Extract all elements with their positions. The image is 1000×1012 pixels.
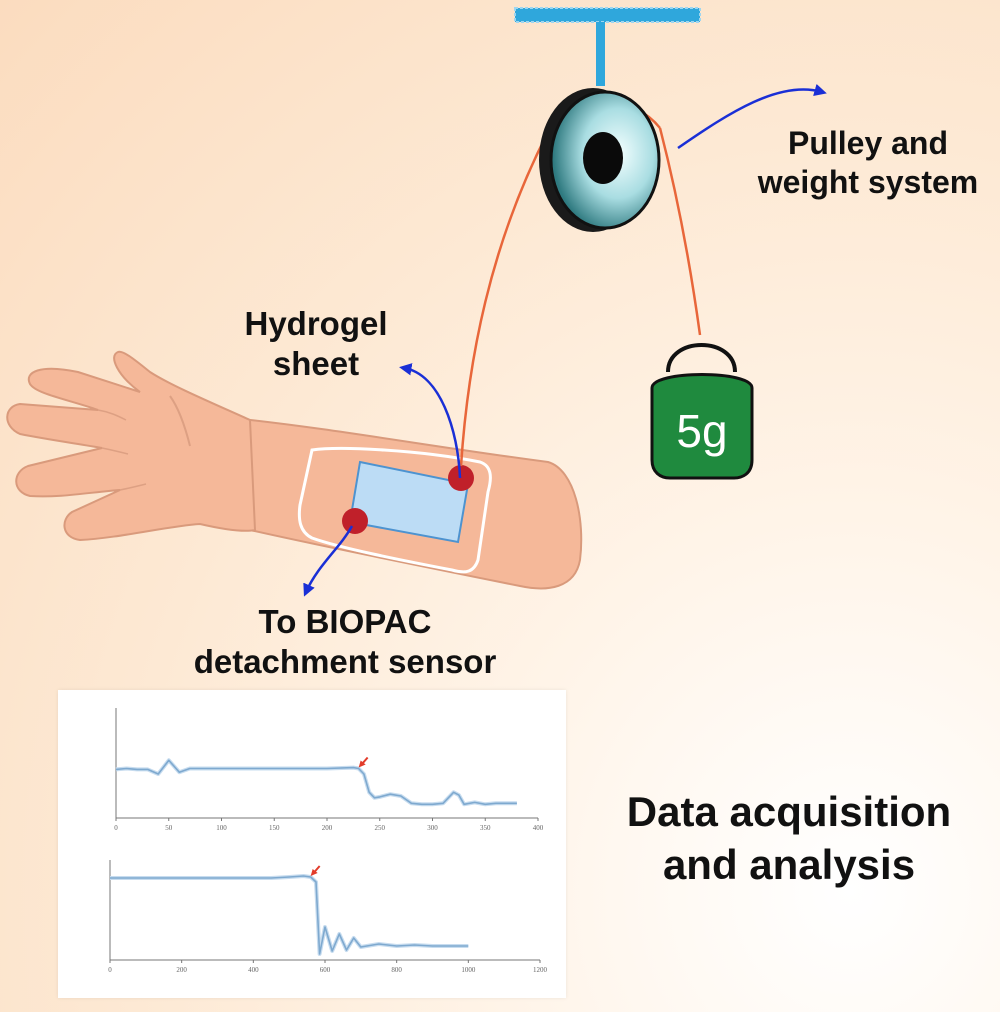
chart-b-marker-head bbox=[310, 869, 318, 876]
chart-b-tick-label: 0 bbox=[108, 966, 112, 974]
chart-a-tick-label: 100 bbox=[216, 824, 227, 832]
chart-b-tick-label: 200 bbox=[176, 966, 187, 974]
pulley-label: Pulley and weight system bbox=[752, 124, 984, 202]
chart-a-trace-halo bbox=[115, 758, 517, 807]
hydrogel-label-line1: Hydrogel bbox=[244, 305, 388, 342]
arm-illustration bbox=[6, 350, 583, 590]
hydrogel-label-line2: sheet bbox=[272, 345, 360, 383]
chart-a-tick-label: 400 bbox=[533, 824, 544, 832]
biopac-label-line1: To BIOPAC bbox=[258, 603, 432, 640]
hydrogel-label: Hydrogel sheet bbox=[236, 304, 396, 385]
chart-b-tick-label: 600 bbox=[320, 966, 331, 974]
chart-a-tick-label: 250 bbox=[375, 824, 386, 832]
chart-a-tick-label: 150 bbox=[269, 824, 280, 832]
arrow-to-hydrogel-label bbox=[399, 363, 462, 479]
electrode-bottom bbox=[342, 508, 368, 534]
detachment-graphs: 0 50 100 150 200 250 300 350 400 0 200 400 600 800 100… bbox=[108, 708, 548, 974]
ceiling-mount bbox=[514, 7, 701, 86]
pulley-label-line2: weight system bbox=[757, 164, 979, 201]
pulley-label-line1: Pulley and bbox=[787, 125, 949, 161]
weight: 5g bbox=[650, 343, 754, 480]
electrode-top bbox=[448, 465, 474, 491]
chart-b-tick-label: 400 bbox=[248, 966, 259, 974]
chart-a-tick-label: 0 bbox=[114, 824, 118, 832]
chart-b-trace-halo bbox=[110, 874, 469, 956]
weight-label: 5g bbox=[676, 405, 727, 457]
chart-a-trace bbox=[115, 759, 517, 806]
graph-panel: 0 50 100 150 200 250 300 350 400 0 200 400 600 800 100… bbox=[58, 690, 566, 998]
chart-a-marker-head bbox=[358, 760, 366, 768]
hydrogel-sheet bbox=[348, 460, 470, 544]
chart-b-tick-label: 1000 bbox=[461, 966, 476, 974]
data-acquisition-label: Data acquisition and analysis bbox=[605, 786, 973, 891]
chart-a-tick-label: 350 bbox=[480, 824, 491, 832]
pulley-wheel bbox=[539, 88, 661, 232]
chart-a-tick-label: 50 bbox=[165, 824, 173, 832]
data-label-line2: and analysis bbox=[662, 840, 916, 888]
chart-a-tick-label: 300 bbox=[427, 824, 438, 832]
chart-b-trace bbox=[110, 875, 469, 955]
chart-b-tick-label: 1200 bbox=[533, 966, 548, 974]
hand bbox=[6, 350, 257, 542]
arrow-to-pulley-label bbox=[677, 83, 827, 150]
chart-b-tick-label: 800 bbox=[391, 966, 402, 974]
arrow-to-biopac-label bbox=[303, 525, 354, 597]
biopac-label-line2: detachment sensor bbox=[193, 643, 497, 681]
pulley-string-right bbox=[658, 127, 702, 336]
data-label-line1: Data acquisition bbox=[626, 788, 952, 835]
pulley-string-left bbox=[459, 131, 550, 467]
biopac-label: To BIOPAC detachment sensor bbox=[190, 602, 500, 683]
adhesive-outline bbox=[297, 447, 492, 574]
chart-a-tick-label: 200 bbox=[322, 824, 333, 832]
